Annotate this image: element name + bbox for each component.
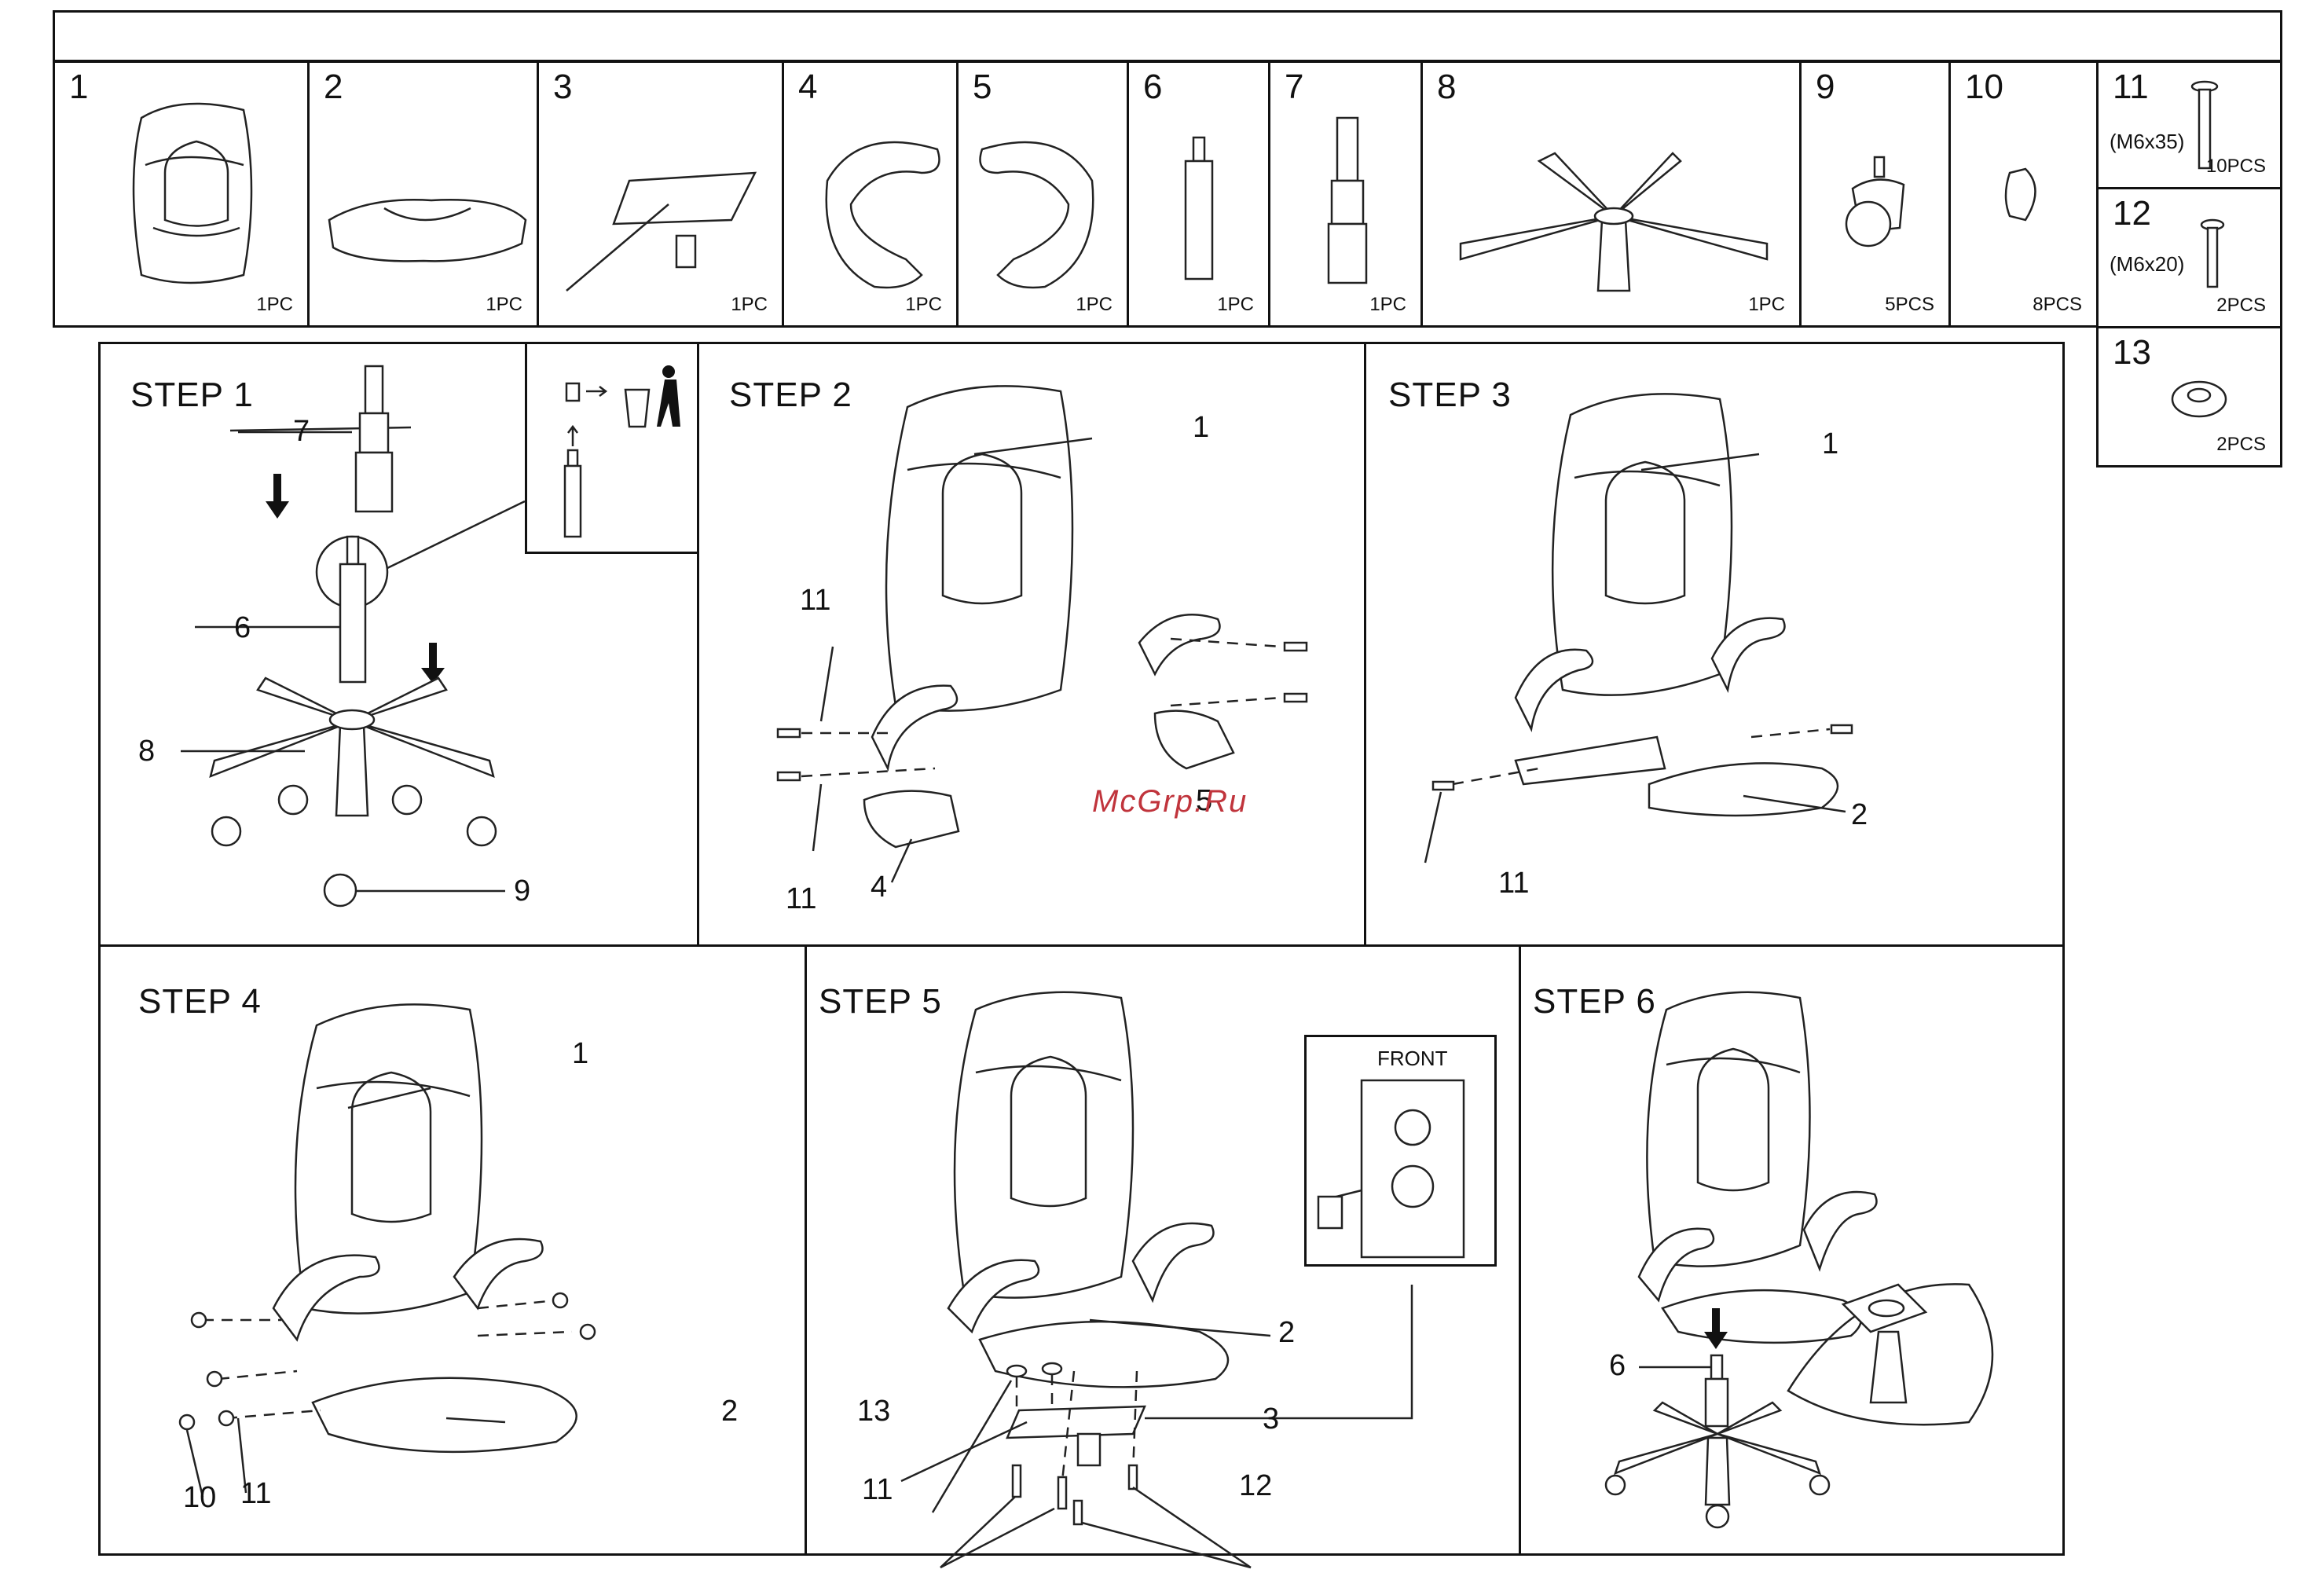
part-number: 4 xyxy=(798,68,817,107)
part-qty: 1PC xyxy=(1076,294,1113,316)
callout-label: 11 xyxy=(240,1477,271,1511)
callout-label: 2 xyxy=(1851,798,1868,832)
step-6-panel: STEP 6 6 xyxy=(1519,944,2065,1556)
part-number: 12 xyxy=(2113,194,2151,233)
part-qty: 1PC xyxy=(731,294,768,316)
part-cell-1: 1 1PC xyxy=(53,60,310,328)
part-number: 5 xyxy=(973,68,992,107)
callout-label: 12 xyxy=(1239,1469,1272,1503)
part-number: 6 xyxy=(1143,68,1162,107)
step-5-panel: STEP 5 FRONT xyxy=(805,944,1521,1556)
part-cell-4: 4 1PC xyxy=(782,60,959,328)
callout-label: 11 xyxy=(862,1473,893,1507)
part-spec: (M6x35) xyxy=(2110,130,2184,154)
caster-icon xyxy=(1837,157,1915,251)
gas-lift-icon xyxy=(1176,138,1223,295)
part-cell-9: 9 5PCS xyxy=(1799,60,1951,328)
callout-label: 11 xyxy=(1498,867,1529,900)
part-qty: 2PCS xyxy=(2216,434,2266,456)
part-number: 8 xyxy=(1437,68,1456,107)
part-cell-3: 3 1PC xyxy=(537,60,784,328)
five-star-base-icon xyxy=(1437,126,1791,299)
part-number: 9 xyxy=(1816,68,1835,107)
part-number: 7 xyxy=(1285,68,1303,107)
callout-label: 13 xyxy=(857,1395,890,1428)
callout-label: 6 xyxy=(1609,1349,1626,1383)
part-cell-7: 7 1PC xyxy=(1268,60,1423,328)
part-cell-5: 5 1PC xyxy=(956,60,1129,328)
cap-icon xyxy=(2002,165,2049,228)
part-qty: 2PCS xyxy=(2216,295,2266,317)
step-2-panel: STEP 2 1 11 5 11 4 xyxy=(697,342,1366,947)
part-cell-8: 8 1PC xyxy=(1420,60,1802,328)
part-number: 13 xyxy=(2113,333,2151,372)
callout-label: 11 xyxy=(786,882,816,916)
seat-mechanism-icon xyxy=(551,149,779,306)
backrest-icon xyxy=(110,86,267,291)
part-number: 10 xyxy=(1965,68,2003,107)
step-3-drawing xyxy=(1382,360,2058,926)
part-qty: 1PC xyxy=(256,294,293,316)
part-cell-6: 6 1PC xyxy=(1127,60,1270,328)
header-bar xyxy=(53,10,2282,62)
part-cell-12: 12 (M6x20) 2PCS xyxy=(2096,187,2282,328)
part-cell-11: 11 (M6x35) 10PCS xyxy=(2096,60,2282,189)
part-qty: 5PCS xyxy=(1885,294,1934,316)
step-6-drawing xyxy=(1529,962,2063,1544)
callout-label: 1 xyxy=(1822,427,1838,461)
short-bolt-icon xyxy=(2197,217,2228,295)
step-2-drawing xyxy=(715,360,1359,926)
part-number: 1 xyxy=(69,68,88,107)
callout-label: 2 xyxy=(1278,1316,1295,1350)
callout-label: 2 xyxy=(721,1395,738,1428)
step-1-drawing xyxy=(116,344,666,894)
callout-label: 9 xyxy=(514,874,530,908)
step-5-drawing xyxy=(823,962,1498,1528)
part-qty: 8PCS xyxy=(2033,294,2082,316)
callout-label: 3 xyxy=(1263,1402,1279,1436)
part-cell-13: 13 2PCS xyxy=(2096,326,2282,468)
spacer-washer-icon xyxy=(2168,372,2231,427)
right-armrest-icon xyxy=(966,110,1124,299)
part-cell-10: 10 8PCS xyxy=(1948,60,2099,328)
callout-label: 11 xyxy=(800,584,830,618)
part-qty: 1PC xyxy=(1369,294,1406,316)
callout-label: 7 xyxy=(293,415,310,449)
step-3-panel: STEP 3 1 2 11 xyxy=(1364,342,2065,947)
callout-label: 10 xyxy=(183,1481,216,1515)
step-4-panel: STEP 4 1 2 10 11 xyxy=(98,944,807,1556)
part-qty: 1PC xyxy=(1748,294,1785,316)
watermark: McGrp.Ru xyxy=(1092,784,1248,820)
part-number: 2 xyxy=(324,68,343,107)
left-armrest-icon xyxy=(796,110,953,299)
part-qty: 1PC xyxy=(486,294,522,316)
callout-label: 4 xyxy=(871,871,887,904)
part-qty: 10PCS xyxy=(2206,156,2266,178)
gas-lift-cover-icon xyxy=(1318,118,1380,291)
part-spec: (M6x20) xyxy=(2110,252,2184,277)
callout-label: 6 xyxy=(234,611,251,645)
part-number: 3 xyxy=(553,68,572,107)
step-4-drawing xyxy=(116,962,792,1528)
part-qty: 1PC xyxy=(905,294,942,316)
callout-label: 8 xyxy=(138,735,155,768)
step-1-panel: STEP 1 xyxy=(98,342,699,947)
callout-label: 1 xyxy=(572,1037,588,1071)
seat-cushion-icon xyxy=(321,189,533,283)
callout-label: 1 xyxy=(1193,411,1209,445)
part-qty: 1PC xyxy=(1217,294,1254,316)
part-number: 11 xyxy=(2113,68,2149,107)
part-cell-2: 2 1PC xyxy=(307,60,539,328)
